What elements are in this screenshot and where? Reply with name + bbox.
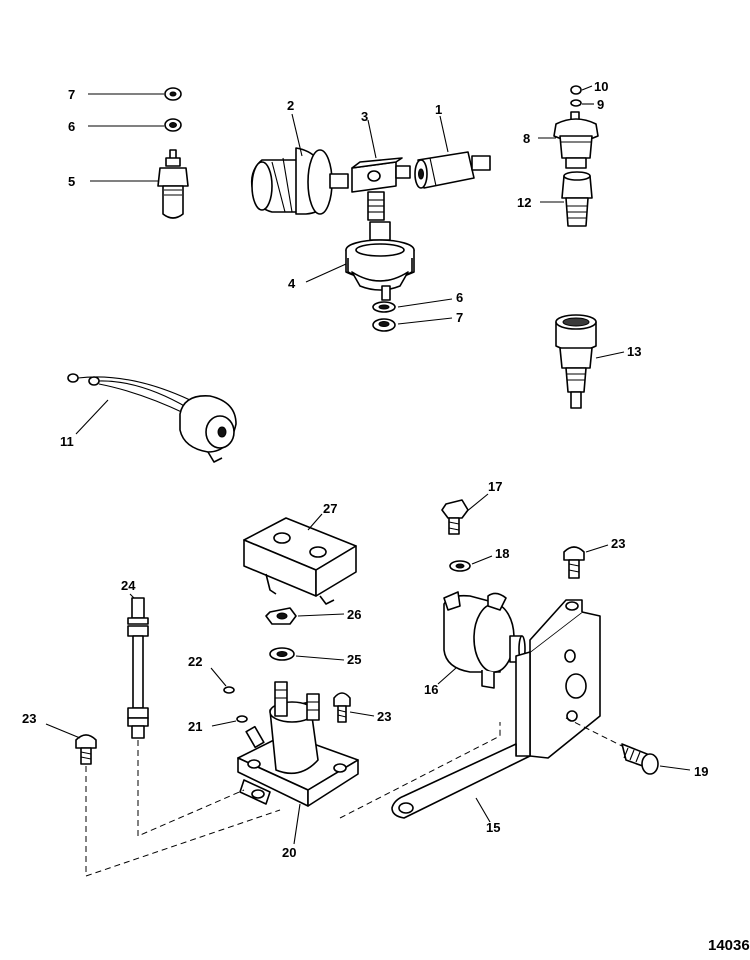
leader-21	[211, 720, 237, 727]
part-23-screw-right	[563, 546, 585, 579]
callout-1: 1	[435, 102, 442, 117]
part-25-washer	[269, 647, 295, 661]
leader-17	[465, 493, 489, 513]
callout-20: 20	[282, 845, 296, 860]
callout-23c: 23	[611, 536, 625, 551]
callout-9: 9	[597, 97, 604, 112]
leader-4	[305, 263, 347, 283]
leader-7b	[397, 317, 453, 325]
callout-5: 5	[68, 174, 75, 189]
part-21-nut	[236, 715, 248, 723]
leader-18	[471, 555, 493, 565]
part-6-washer-upper	[164, 118, 182, 132]
callout-2: 2	[287, 98, 294, 113]
callout-11: 11	[60, 434, 74, 449]
leader-20	[293, 803, 301, 845]
leader-23a	[45, 723, 81, 739]
leader-23b	[349, 711, 375, 717]
leader-25	[295, 655, 345, 661]
part-13-sensor	[555, 314, 597, 409]
leader-22	[210, 667, 227, 687]
part-5-temperature-sender	[157, 149, 189, 219]
callout-10: 10	[594, 79, 608, 94]
callout-15: 15	[486, 820, 500, 835]
callout-4: 4	[288, 276, 296, 291]
callout-7b: 7	[456, 310, 463, 325]
callout-26: 26	[347, 607, 361, 622]
leader-10	[581, 85, 593, 91]
callout-12: 12	[517, 195, 531, 210]
part-20-solenoid	[237, 681, 359, 807]
part-9-washer	[570, 99, 582, 107]
part-3-tee-fitting	[351, 157, 411, 221]
callout-23a: 23	[22, 711, 36, 726]
callout-17: 17	[488, 479, 502, 494]
callout-18: 18	[495, 546, 509, 561]
leader-15	[475, 797, 491, 823]
part-12-adapter	[561, 171, 593, 227]
part-10-nut	[570, 85, 582, 95]
callout-7a: 7	[68, 87, 75, 102]
leader-2	[291, 113, 303, 157]
part-26-nut	[265, 607, 297, 625]
part-22-nut	[223, 686, 235, 694]
callout-16: 16	[424, 682, 438, 697]
leader-3	[367, 119, 377, 159]
callout-13: 13	[627, 344, 641, 359]
leader-19	[659, 765, 691, 771]
callout-27: 27	[323, 501, 337, 516]
part-24-stud	[127, 597, 149, 739]
callout-6a: 6	[68, 119, 75, 134]
part-8-pressure-switch	[553, 111, 599, 169]
callout-23b: 23	[377, 709, 391, 724]
assembly-lines	[85, 717, 623, 877]
leader-16	[437, 667, 457, 685]
part-7-nut-lower	[372, 318, 396, 332]
callout-24: 24	[121, 578, 136, 593]
callout-21: 21	[188, 719, 202, 734]
callout-6b: 6	[456, 290, 463, 305]
document-number: 14036	[708, 937, 750, 954]
leader-24	[129, 593, 135, 599]
leader-23c	[585, 544, 609, 553]
leader-27	[307, 513, 323, 531]
leader-1	[439, 115, 449, 153]
leader-13	[595, 351, 625, 359]
callout-22: 22	[188, 654, 202, 669]
part-19-screw	[621, 743, 659, 775]
part-23-screw-left	[75, 734, 97, 765]
part-23-screw-middle	[333, 692, 351, 723]
leader-6b	[397, 298, 453, 308]
part-16-relay	[443, 591, 526, 689]
part-11-wire-harness	[67, 373, 237, 463]
part-18-washer	[449, 560, 471, 572]
callout-25: 25	[347, 652, 361, 667]
part-27-terminal-cover	[243, 517, 357, 605]
part-6-washer-lower	[372, 301, 396, 313]
leader-11	[75, 399, 109, 435]
part-7-nut-upper	[164, 87, 182, 101]
leader-26	[297, 613, 345, 617]
part-15-mounting-bracket	[391, 599, 601, 819]
part-2-pressure-switch	[250, 147, 349, 215]
callout-8: 8	[523, 131, 530, 146]
callout-19: 19	[694, 764, 708, 779]
part-1-hex-adapter	[414, 151, 491, 189]
callout-3: 3	[361, 109, 368, 124]
part-17-screw	[441, 499, 469, 535]
part-4-pressure-sender	[345, 221, 415, 301]
